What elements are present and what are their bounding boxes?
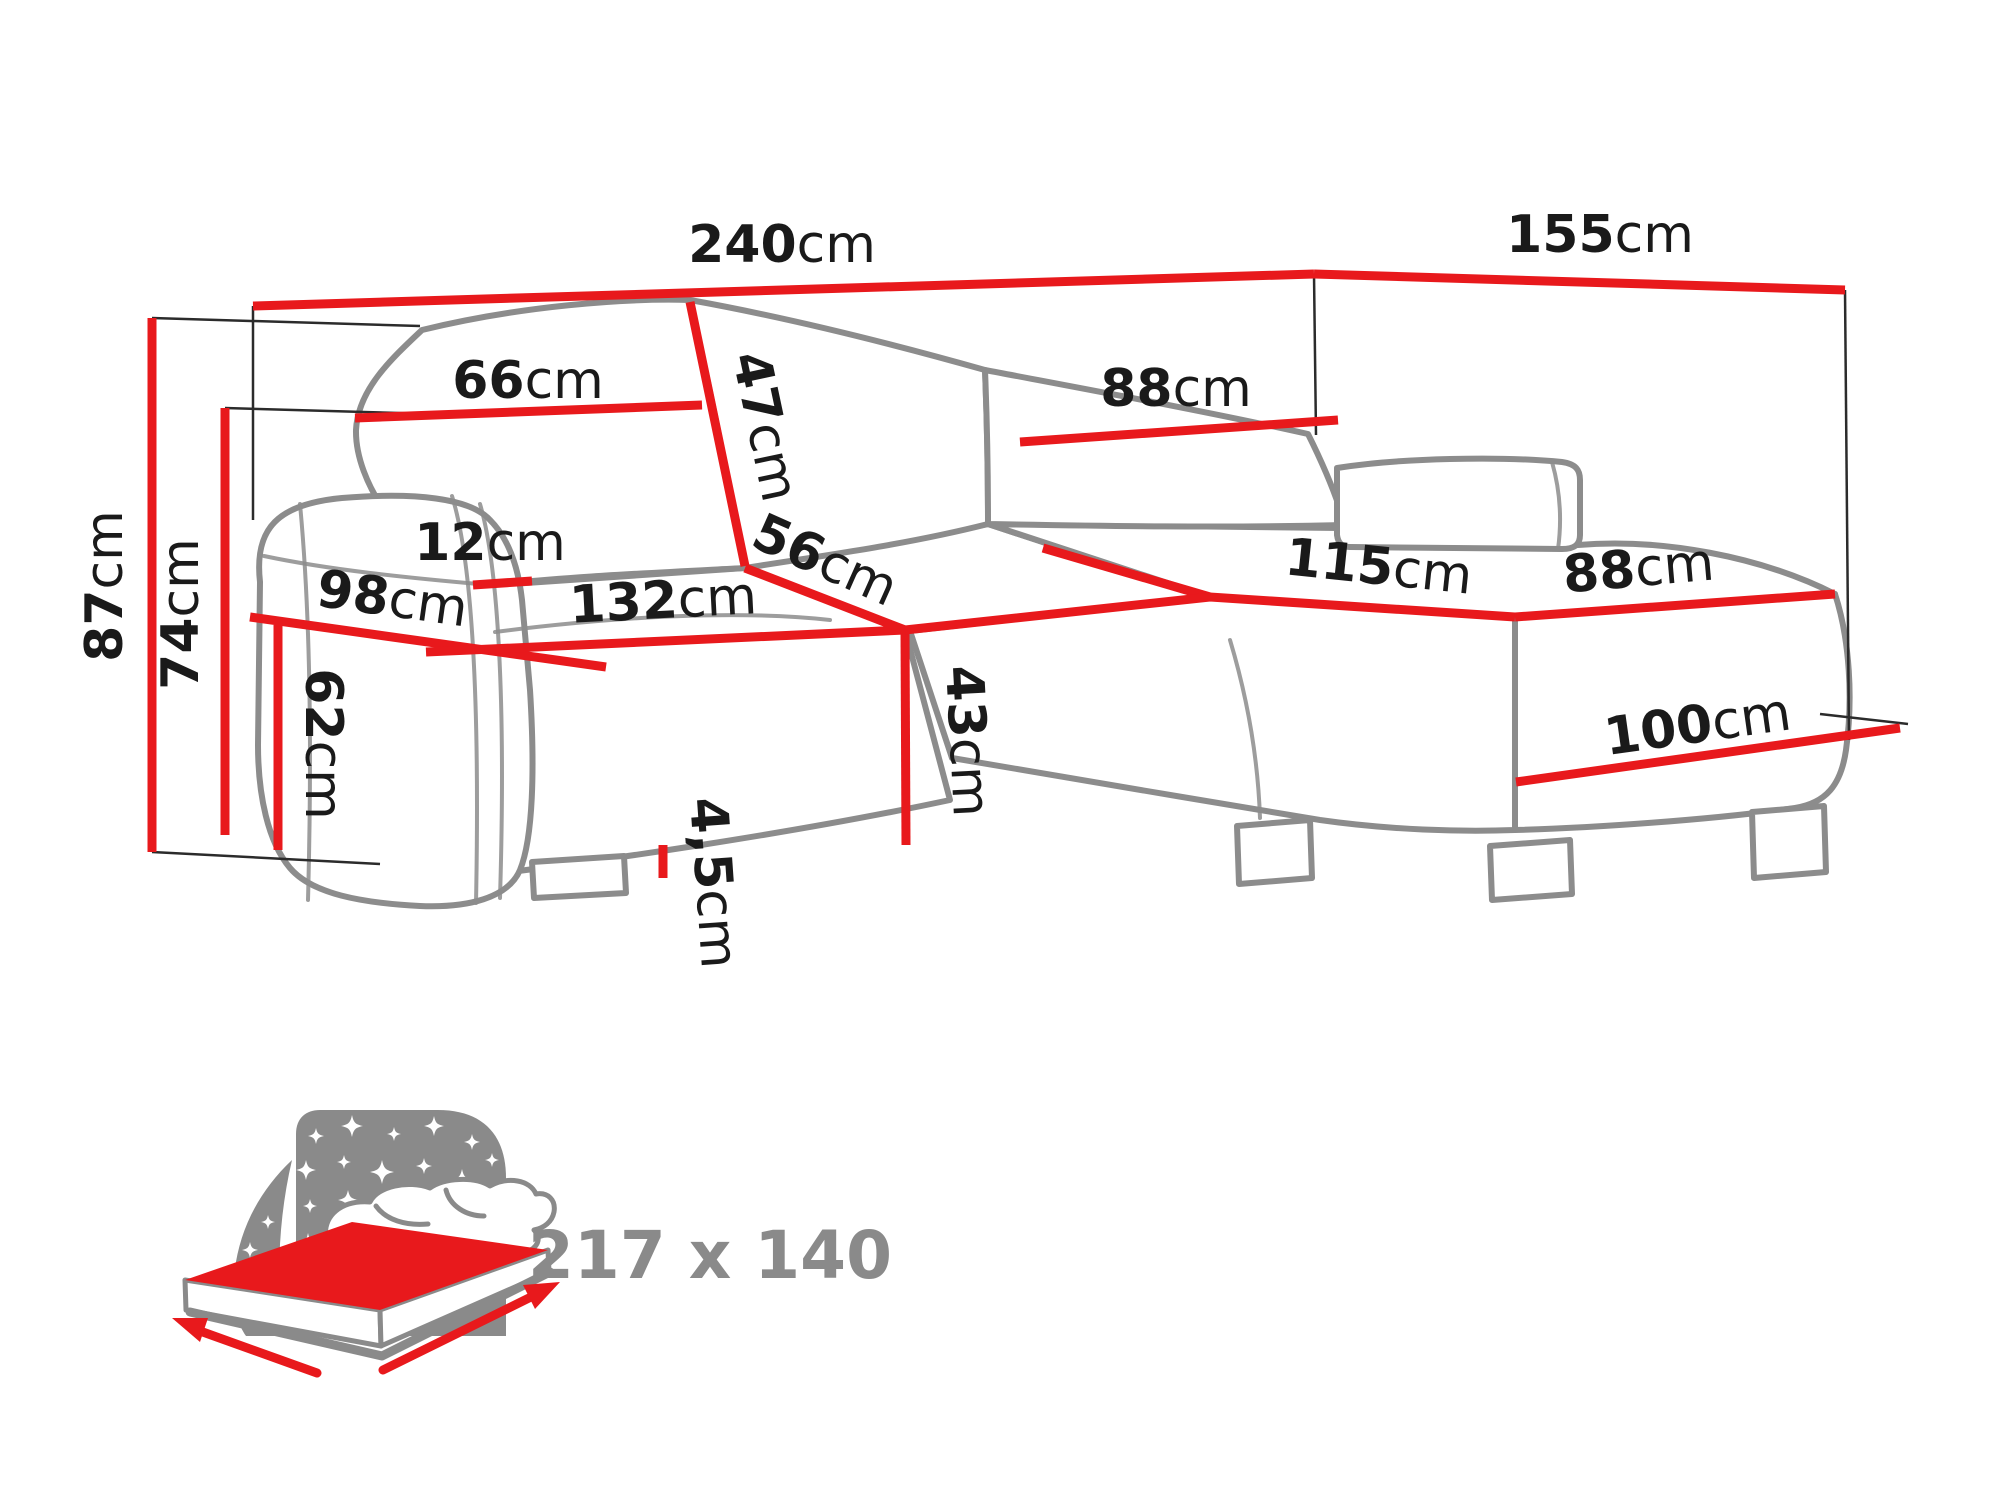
reference-lines (151, 273, 1909, 866)
length-arrow-head (523, 1282, 560, 1309)
left-armrest-crease-left (298, 502, 312, 902)
star-icon (485, 1153, 499, 1167)
width-arrow-head (172, 1318, 208, 1342)
ref-height-bottom (151, 850, 381, 866)
star-icon (387, 1127, 401, 1141)
blanket-fold (373, 1203, 431, 1227)
ref-depth-right (1843, 289, 1851, 741)
dim-line-armrest-width (472, 576, 533, 590)
dim-label-chaise-front: 100cm (1600, 682, 1794, 768)
left-armrest (255, 492, 536, 910)
star-icon (303, 1199, 317, 1213)
bed-mattress (182, 1222, 555, 1361)
length-arrow-shaft (378, 1291, 538, 1375)
seat-cushion-curve (493, 613, 832, 634)
dim-line-chaise-front (1515, 723, 1901, 787)
star-icon (341, 1115, 363, 1137)
dim-label-back-cushion-right: 88cm (1100, 359, 1252, 419)
star-icon (296, 1160, 316, 1180)
right-armrest (1334, 455, 1583, 552)
dim-label-back-cushion-left: 66cm (452, 351, 604, 411)
dim-label-chaise-length: 115cm (1282, 527, 1475, 606)
dim-label-back-height: 74cm (151, 538, 211, 690)
star-icon (424, 1116, 444, 1136)
bed-size-label: 217 x 140 (528, 1217, 892, 1294)
dim-line-seat-width (425, 625, 906, 657)
dim-label-leg-height: 4,5cm (677, 795, 749, 970)
ref-width-corner (1312, 273, 1318, 436)
dim-line-back-cushion-right (1019, 415, 1339, 447)
star-icon (464, 1134, 480, 1150)
dim-label-seat-width: 132cm (568, 566, 759, 636)
sofa-legs (529, 803, 1829, 903)
blanket-fold (443, 1187, 487, 1219)
width-arrow-shaft (195, 1326, 322, 1378)
star-icon (338, 1190, 358, 1210)
dim-label-armrest-side-height: 62cm (293, 668, 353, 820)
chaise-left-face (907, 594, 1518, 834)
dim-line-total-width (252, 269, 1315, 311)
sofa-drawing (255, 296, 1853, 910)
ref-chaise-floor (1819, 712, 1909, 726)
dim-label-total-height: 87cm (75, 510, 135, 662)
star-icon (242, 1242, 258, 1258)
leg-chaise-near (1234, 817, 1315, 887)
dimension-lines (147, 269, 1901, 878)
star-icon (337, 1155, 351, 1169)
dim-label-armrest-width: 12cm (414, 513, 566, 573)
dimension-labels: 240cm 155cm 87cm 74cm 66cm 47cm 88cm 12c… (75, 205, 1795, 970)
leg-front-left (529, 853, 629, 901)
bed-arrows (172, 1282, 560, 1378)
mattress-top-red (185, 1222, 548, 1310)
chaise-face-crease (1228, 638, 1262, 820)
dim-line-seat-depth (743, 563, 907, 635)
dim-line-chaise-width (1514, 589, 1836, 622)
dim-label-seat-height: 43cm (933, 664, 1001, 819)
star-icon (416, 1158, 432, 1174)
dim-line-chaise-seam (1041, 543, 1212, 602)
star-icon (308, 1128, 324, 1144)
bed-size-icon: 217 x 140 (172, 1110, 892, 1378)
dim-label-chaise-width: 88cm (1560, 533, 1716, 606)
star-icon (370, 1160, 394, 1184)
dim-line-total-depth (1313, 269, 1846, 295)
dim-line-seat-height (900, 629, 911, 846)
mattress-base-lip (185, 1267, 555, 1361)
leg-chaise-right (1749, 803, 1829, 881)
dim-line-back-cushion-left (354, 400, 703, 423)
right-armrest-crease (1550, 460, 1562, 551)
left-armrest-top-edge (262, 554, 480, 586)
dim-label-total-width: 240cm (688, 215, 876, 275)
star-icon (261, 1215, 275, 1229)
dim-line-back-cushion-height (685, 301, 750, 567)
leg-chaise-front (1487, 837, 1575, 903)
dim-label-armrest-depth: 98cm (313, 559, 471, 640)
dim-label-total-depth: 155cm (1506, 205, 1694, 265)
dim-line-chaise-length (904, 592, 1516, 635)
ref-height-top (151, 316, 421, 328)
dim-line-armrest-depth (249, 612, 607, 672)
